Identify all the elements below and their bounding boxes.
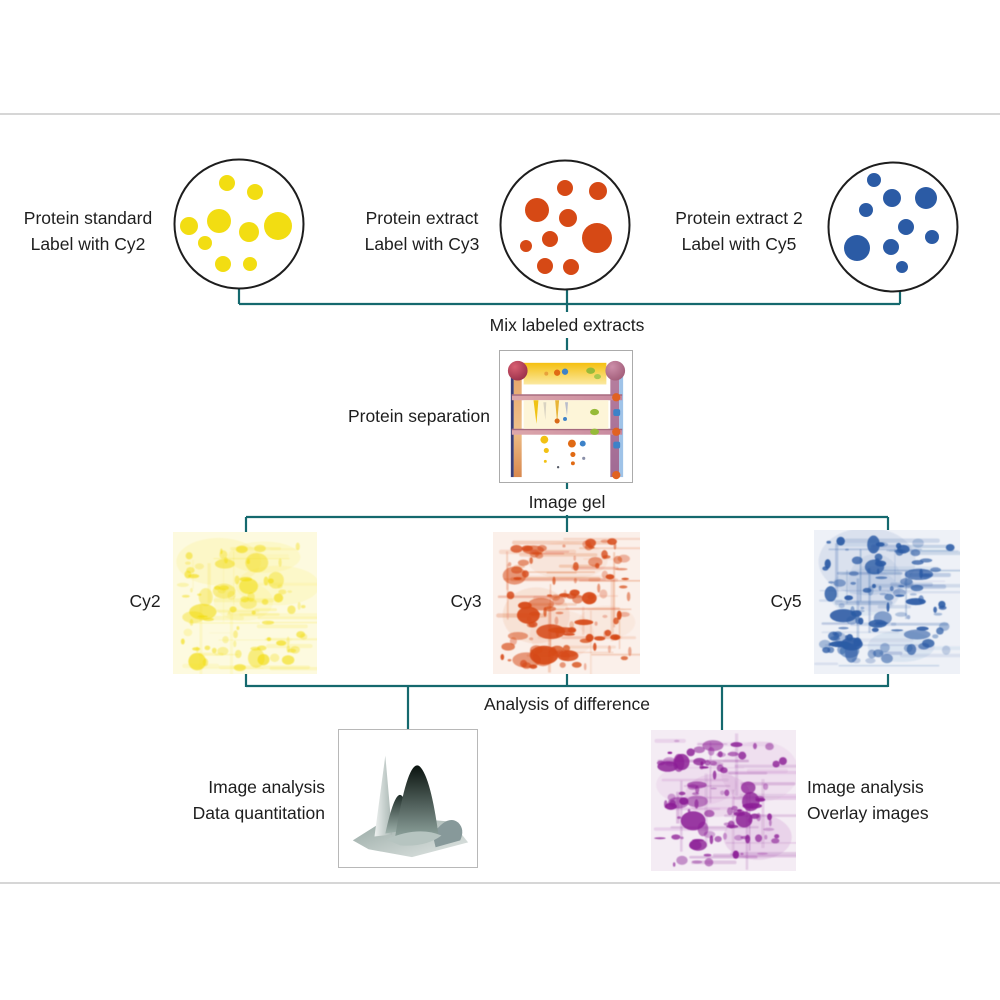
- cy3-sample-circle: [499, 159, 631, 291]
- cy2-sample-label-line2: Label with Cy2: [30, 234, 146, 254]
- cy2-gel-image: [173, 532, 317, 674]
- surface-plot-image: [338, 729, 478, 868]
- cy2-sample-label: Protein standard Label with Cy2: [8, 205, 168, 257]
- overlay-output-line2: Overlay images: [807, 803, 929, 823]
- top-divider: [0, 113, 1000, 115]
- cy2-sample-label-line1: Protein standard: [23, 208, 153, 228]
- overlay-gel-image: [651, 730, 796, 871]
- overlay-output-line1: Image analysis: [807, 777, 924, 797]
- cy3-sample-label-line1: Protein extract: [365, 208, 479, 228]
- cy3-gel-label: Cy3: [450, 591, 482, 611]
- cy3-sample-label-line2: Label with Cy3: [364, 234, 480, 254]
- quantitation-output-label: Image analysis Data quantitation: [150, 774, 325, 826]
- cy3-gel-image: [493, 532, 640, 674]
- cy5-gel-label: Cy5: [770, 591, 802, 611]
- quantitation-output-line2: Data quantitation: [192, 803, 325, 823]
- cy5-sample-label: Protein extract 2 Label with Cy5: [660, 205, 818, 257]
- cy3-sample-label: Protein extract Label with Cy3: [348, 205, 496, 257]
- overlay-output-label: Image analysis Overlay images: [807, 774, 997, 826]
- cy5-gel-image: [814, 530, 960, 674]
- quantitation-output-line1: Image analysis: [208, 777, 325, 797]
- cy5-sample-label-line2: Label with Cy5: [681, 234, 797, 254]
- bottom-divider: [0, 882, 1000, 884]
- protein-separation-illustration: [499, 350, 633, 483]
- analysis-step-label: Analysis of difference: [483, 694, 651, 714]
- image-gel-step-label: Image gel: [502, 489, 632, 515]
- separation-step-label: Protein separation: [347, 406, 490, 426]
- cy2-sample-circle: [173, 158, 305, 290]
- cy5-sample-label-line1: Protein extract 2: [675, 208, 803, 228]
- cy5-sample-circle: [827, 161, 959, 293]
- cy2-gel-label: Cy2: [129, 591, 161, 611]
- mix-step-label: Mix labeled extracts: [467, 312, 667, 338]
